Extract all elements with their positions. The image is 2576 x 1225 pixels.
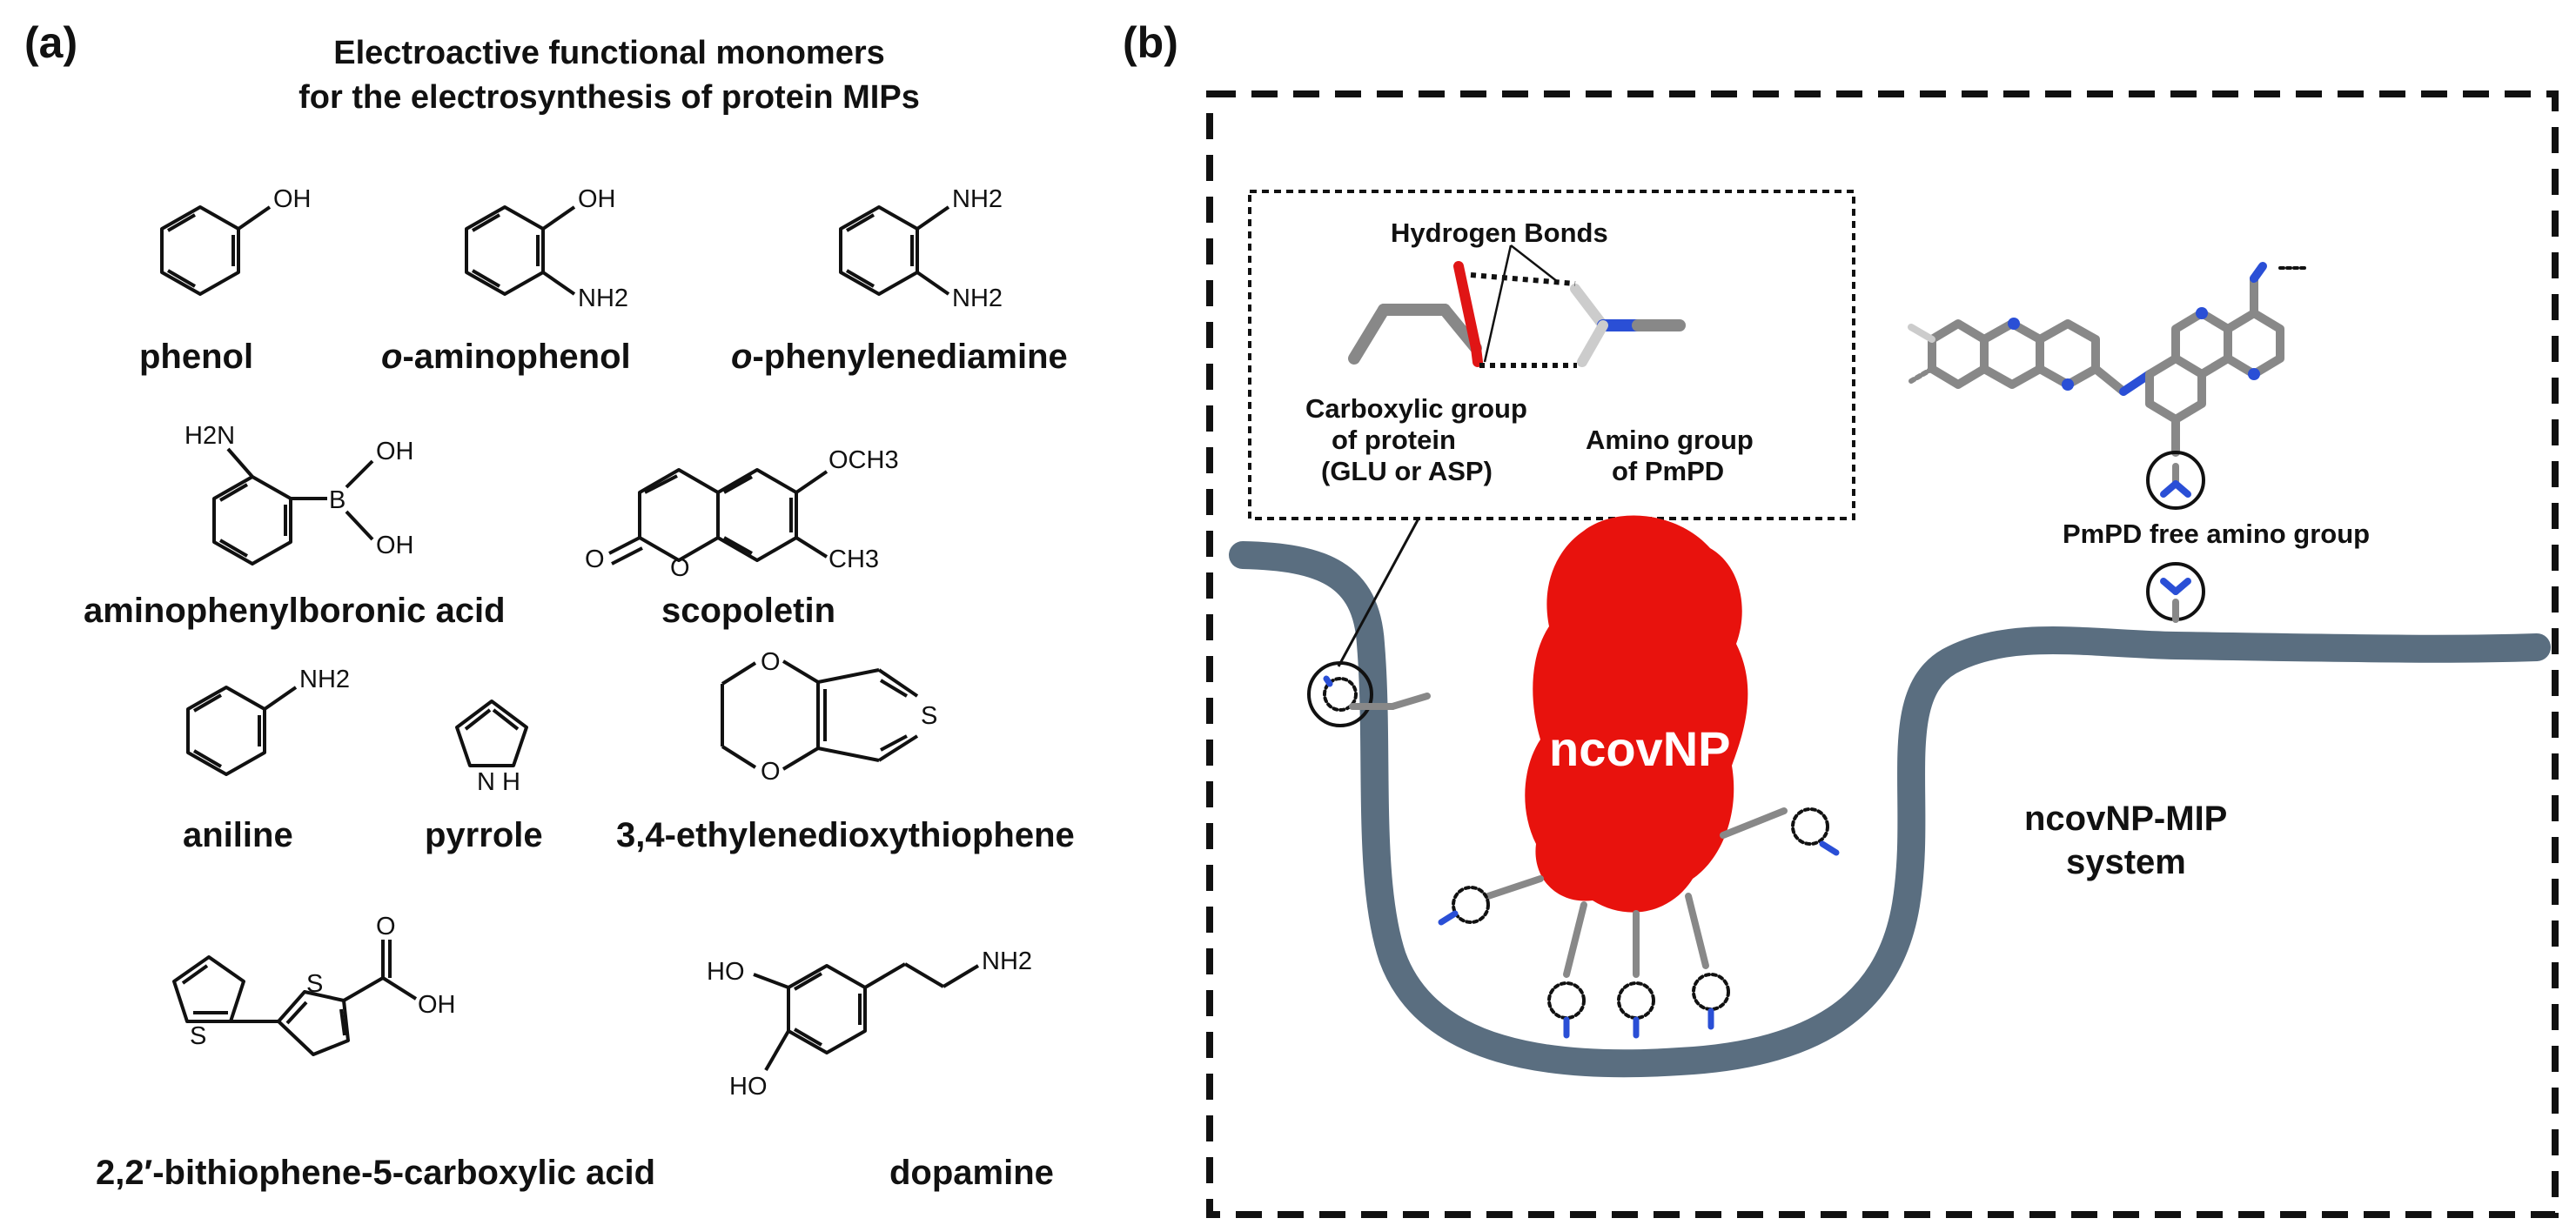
inset-title: Hydrogen Bonds (1391, 218, 1608, 248)
mip-membrane (1229, 541, 2551, 1078)
aminophenol-structure (465, 205, 576, 296)
atom-nh2-dopamine: NH2 (982, 947, 1032, 975)
protein-ncovnp (1525, 515, 1748, 913)
hbond-pointer-2 (1483, 244, 1513, 363)
outer-dashed-frame (1206, 90, 2559, 1218)
atom-ch3-scop: CH3 (828, 546, 879, 573)
amino-label-1: Amino group (1586, 425, 1754, 455)
edot-structure (721, 659, 919, 771)
carboxylic-label-1: Carboxylic group (1305, 393, 1527, 424)
name-apba: aminophenylboronic acid (84, 592, 506, 630)
name-aminophenol: o-aminophenol (381, 338, 631, 377)
inset-carboxylic-molecule (1348, 261, 1483, 367)
atom-s-edot: S (921, 702, 937, 730)
name-phenol: phenol (139, 338, 254, 376)
aniline-structure (186, 686, 298, 776)
contact-circle (1307, 661, 1373, 727)
free-amino-group-bottom (2160, 578, 2191, 623)
atom-s-btca-1: S (190, 1022, 206, 1050)
atom-nh2-aniline: NH2 (299, 666, 350, 693)
monomer-structures: OH OH NH2 NH2 NH2 H2N B OH OH O O OCH3 C… (160, 185, 1032, 1101)
hbond-top (1470, 272, 1576, 286)
amino-label-2: of PmPD (1612, 456, 1724, 486)
name-opd-prefix: o (731, 338, 753, 376)
atom-ho-dopamine-1: HO (707, 958, 745, 986)
panel-a-label: (a) (24, 18, 78, 67)
atom-oh-apba-2: OH (376, 532, 414, 559)
pyrrole-structure (455, 700, 528, 767)
inset-amino-molecule (1570, 284, 1686, 367)
name-opd-rest: -phenylenediamine (752, 338, 1068, 376)
name-aniline: aniline (183, 816, 293, 854)
inset-dashed-box (1248, 190, 1855, 520)
atom-o-scop-ring: O (670, 554, 690, 582)
system-label-2: system (2066, 843, 2186, 881)
atom-nh-pyrrole: N H (477, 768, 520, 796)
atom-ho-dopamine-2: HO (729, 1073, 768, 1101)
carboxylic-label-3: (GLU or ASP) (1321, 456, 1493, 486)
name-opd: o-phenylenediamine (731, 338, 1068, 377)
atom-oh-btca: OH (418, 991, 456, 1019)
name-edot: 3,4-ethylenedioxythiophene (616, 816, 1075, 854)
atom-o-edot-1: O (761, 648, 781, 676)
atom-oh-aminophenol: OH (578, 185, 616, 213)
side-chain-contacts (1438, 807, 1840, 1039)
free-amino-circle-top (2146, 451, 2205, 510)
btca-structure (172, 940, 418, 1056)
atom-nh2-opd-2: NH2 (952, 284, 1003, 312)
name-btca: 2,2′-bithiophene-5-carboxylic acid (96, 1154, 656, 1192)
title-line-1: Electroactive functional monomers (333, 35, 885, 71)
name-aminophenol-prefix: o (381, 338, 403, 376)
system-label-1: ncovNP-MIP (2024, 800, 2227, 838)
scopoletin-structure (608, 468, 828, 566)
atom-och3-scop: OCH3 (828, 446, 899, 474)
atom-nh2-opd-1: NH2 (952, 185, 1003, 213)
phenol-structure (160, 205, 272, 296)
atom-b-apba: B (329, 486, 345, 514)
panel-a-title: Electroactive functional monomers for th… (96, 35, 1123, 117)
name-pyrrole: pyrrole (425, 816, 543, 854)
free-amino-group-top (2160, 463, 2191, 498)
atom-o-scop-carbonyl: O (585, 546, 605, 573)
atom-nh2-aminophenol: NH2 (578, 284, 628, 312)
atom-oh-phenol: OH (273, 185, 312, 213)
inset-connector (1337, 518, 1420, 667)
name-aminophenol-rest: -aminophenol (402, 338, 631, 376)
name-dopamine: dopamine (889, 1154, 1054, 1192)
opd-structure (839, 205, 950, 296)
atom-s-btca-2: S (306, 970, 323, 998)
title-line-2: for the electrosynthesis of protein MIPs (299, 79, 920, 116)
hbond-pointer-1 (1510, 244, 1559, 283)
free-amino-label: PmPD free amino group (2063, 519, 2370, 549)
atom-o-btca: O (376, 913, 396, 941)
atom-o-edot-2: O (761, 758, 781, 786)
apba-structure (212, 447, 374, 566)
contact-bond (1323, 675, 1431, 712)
panel-b-label: (b) (1123, 18, 1178, 67)
name-scopoletin: scopoletin (661, 592, 836, 630)
protein-label: ncovNP (1549, 721, 1731, 776)
atom-oh-apba-1: OH (376, 438, 414, 465)
dopamine-structure (753, 962, 980, 1072)
carboxylic-label-2: of protein (1332, 425, 1456, 455)
pmpd-polymer (1908, 262, 2308, 457)
atom-h2n-apba: H2N (184, 422, 235, 450)
